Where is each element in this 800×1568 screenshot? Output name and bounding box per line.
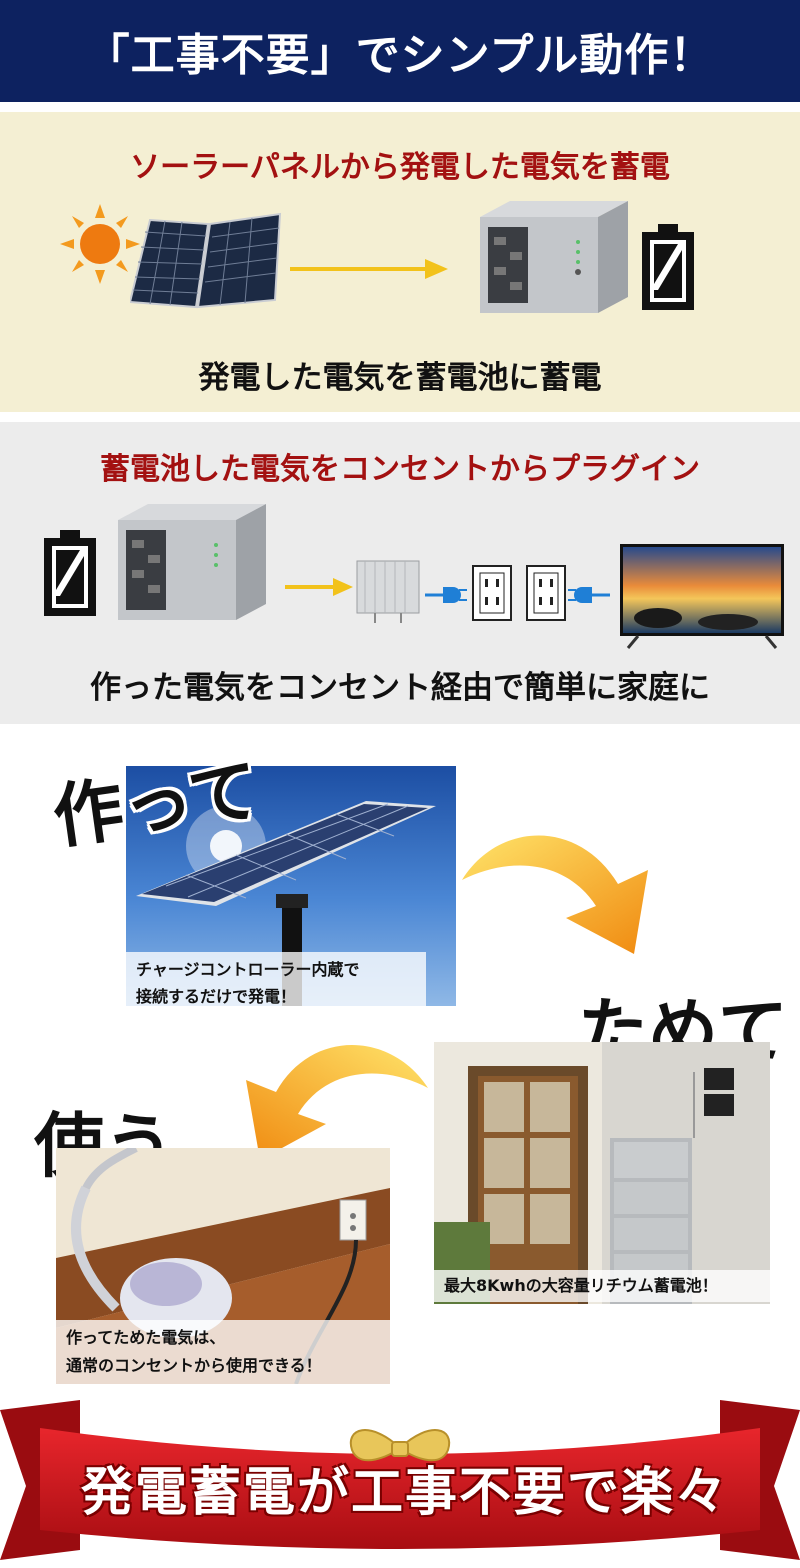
header-bar: 「工事不要」でシンプル動作！	[0, 0, 800, 102]
television-image	[620, 544, 784, 649]
curved-arrow-left-icon	[246, 1045, 428, 1160]
section2-caption: 作った電気をコンセント経由で簡単に家庭に	[90, 670, 710, 706]
ribbon-banner	[0, 1400, 800, 1560]
sun-icon	[60, 204, 140, 284]
banner-text: 発電蓄電が工事不要で楽々	[80, 1463, 729, 1523]
make-caption-line1: チャージコントローラー内蔵で	[136, 960, 360, 979]
wall-outlet-icon	[472, 565, 512, 621]
page-title: 「工事不要」でシンプル動作！	[85, 30, 715, 81]
inverter-image	[356, 560, 420, 623]
section1-caption: 発電した電気を蓄電池に蓄電	[198, 360, 602, 396]
pole-solar-panel-image	[136, 801, 436, 1006]
plug-icon	[568, 587, 610, 603]
battery-charge-icon	[642, 224, 694, 310]
battery-charge-icon	[44, 530, 96, 616]
battery-unit-image	[118, 504, 266, 620]
flow-arrow-icon	[290, 259, 448, 279]
vacuum-outlet-photo: 作ってためた電気は、 通常のコンセントから使用できる！	[56, 1148, 390, 1384]
store-caption-line1: 最大8Kwhの大容量リチウム蓄電池！	[444, 1276, 718, 1295]
use-caption: 作ってためた電気は、 通常のコンセントから使用できる！	[56, 1320, 390, 1384]
section1-title: ソーラーパネルから発電した電気を蓄電	[130, 150, 670, 185]
folding-solar-panel-image	[130, 212, 282, 309]
plug-icon	[425, 587, 467, 603]
curved-arrow-right-icon	[462, 835, 648, 954]
home-battery-photo: 最大8Kwhの大容量リチウム蓄電池！	[434, 1042, 770, 1304]
house-wall-image	[434, 1042, 770, 1304]
wall-outlet-icon	[526, 565, 566, 621]
store-caption: 最大8Kwhの大容量リチウム蓄電池！	[434, 1270, 770, 1302]
use-caption-line1: 作ってためた電気は、	[66, 1328, 226, 1347]
section2-title: 蓄電池した電気をコンセントからプラグイン	[100, 452, 700, 487]
battery-unit-image	[480, 201, 628, 313]
plugin-section: 蓄電池した電気をコンセントからプラグイン	[0, 422, 800, 724]
solar-panel-photo: チャージコントローラー内蔵で 接続するだけで発電！	[126, 766, 456, 1006]
flow-arrow-icon	[285, 578, 353, 596]
use-caption-line2: 通常のコンセントから使用できる！	[66, 1356, 322, 1375]
make-caption-line2: 接続するだけで発電！	[136, 987, 297, 1006]
make-caption: チャージコントローラー内蔵で 接続するだけで発電！	[126, 952, 426, 1006]
solar-charge-section: ソーラーパネルから発電した電気を蓄電	[0, 112, 800, 412]
